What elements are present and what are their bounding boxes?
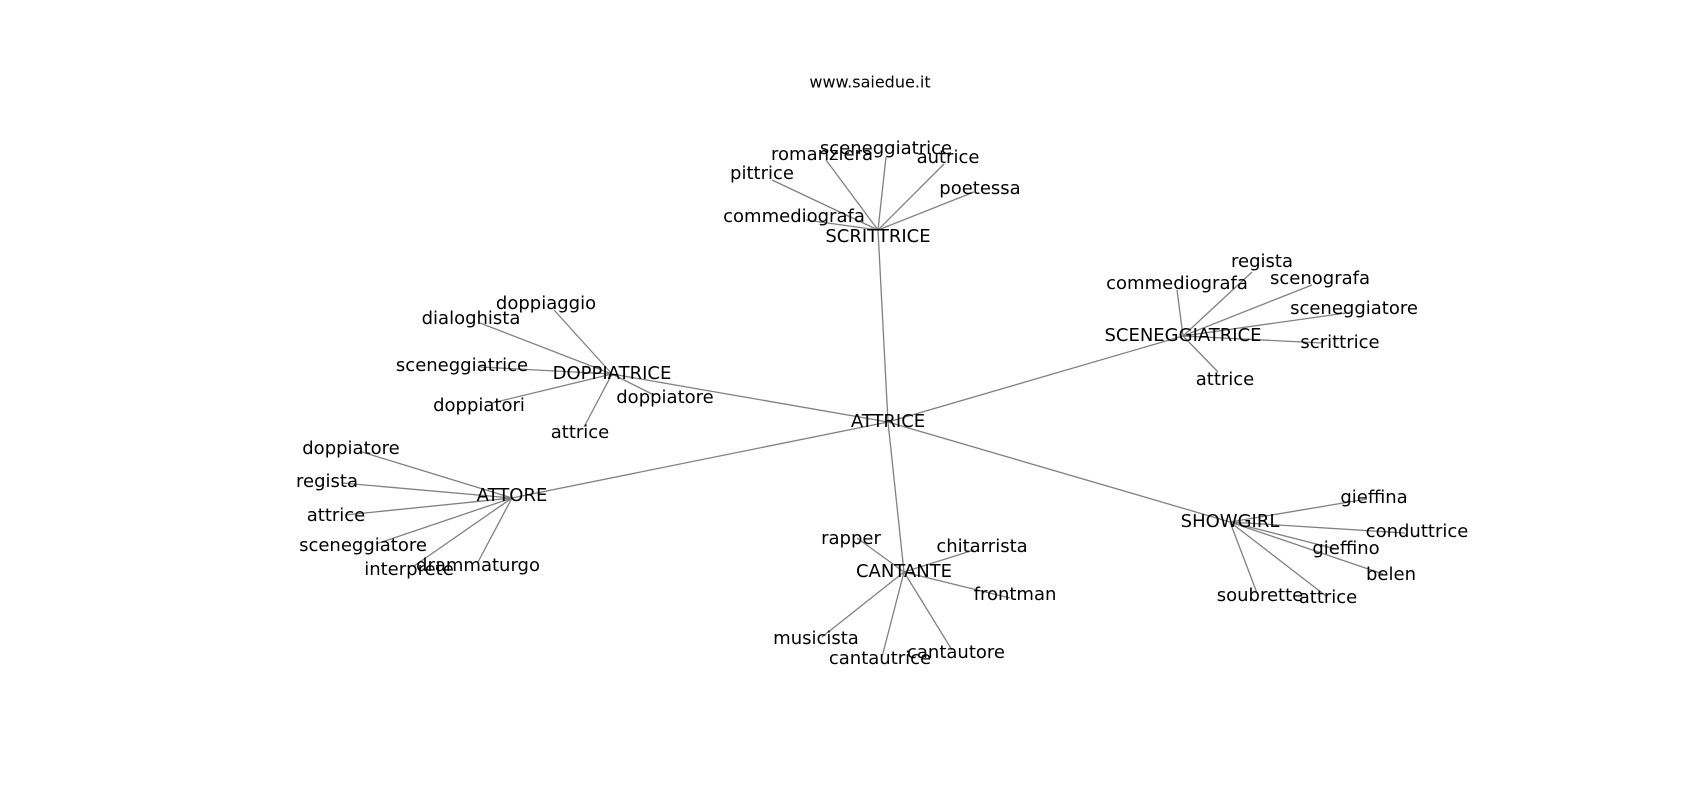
- edge-doppiatrice-attrice: [583, 373, 613, 428]
- edge-showgirl-belen: [1229, 521, 1384, 575]
- leaf-node-sceneggiatrice-attrice: attrice: [1195, 369, 1255, 390]
- edge-scrittrice-commediografa: [805, 219, 879, 231]
- edge-sceneggiatrice-scrittrice: [1182, 335, 1323, 344]
- leaf-node-attore-doppiatore: doppiatore: [302, 438, 400, 459]
- leaf-node-doppiatrice-sceneggiatrice: sceneggiatrice: [395, 355, 529, 376]
- edge-showgirl-gieffino: [1229, 521, 1337, 550]
- edge-scrittrice-sceneggiatrice: [877, 156, 887, 231]
- edge-attore-drammaturgo: [477, 497, 513, 563]
- leaf-node-sceneggiatrice-regista: regista: [1231, 251, 1293, 272]
- leaf-node-attore-interprete: interprete: [364, 559, 454, 580]
- leaf-node-sceneggiatrice-scrittrice: scrittrice: [1300, 332, 1380, 353]
- edge-sceneggiatrice-attrice: [1182, 335, 1219, 373]
- edge-doppiatrice-dialoghista: [479, 322, 613, 375]
- leaf-node-cantante-rapper: rapper: [821, 528, 881, 549]
- leaf-node-cantante-cantautrice: cantautrice: [828, 648, 932, 669]
- leaf-node-cantante-musicista: musicista: [773, 628, 859, 649]
- edge-attore-sceneggiatore: [375, 497, 513, 545]
- edge-showgirl-attrice: [1229, 521, 1327, 597]
- edge-sceneggiatrice-sceneggiatore: [1182, 312, 1347, 337]
- hub-node-cantante: CANTANTE: [855, 561, 953, 582]
- leaf-node-sceneggiatrice-scenografa: scenografa: [1270, 268, 1370, 289]
- leaf-node-scrittrice-commediografa: commediografa: [723, 206, 865, 227]
- leaf-node-showgirl-attrice: attrice: [1298, 587, 1358, 608]
- edge-center-sceneggiatrice: [887, 335, 1184, 423]
- leaf-node-scrittrice-romanziera: romanziera: [771, 144, 873, 165]
- edge-doppiatrice-doppiatore: [611, 373, 655, 396]
- edge-cantante-musicista: [821, 571, 905, 638]
- leaf-node-scrittrice-pittrice: pittrice: [730, 163, 794, 184]
- edge-scrittrice-poetessa: [877, 191, 975, 231]
- edge-cantante-cantautore: [903, 571, 953, 651]
- leaf-node-sceneggiatrice-sceneggiatore: sceneggiatore: [1290, 298, 1418, 319]
- leaf-node-attore-attrice: attrice: [306, 505, 366, 526]
- edge-center-doppiatrice: [611, 373, 889, 423]
- leaf-node-scrittrice-sceneggiatrice: sceneggiatrice: [819, 138, 953, 159]
- leaf-node-showgirl-conduttrice: conduttrice: [1365, 521, 1469, 542]
- leaf-node-cantante-frontman: frontman: [973, 584, 1057, 605]
- edge-attore-doppiatore: [361, 451, 513, 499]
- edge-cantante-frontman: [903, 571, 1011, 599]
- leaf-node-attore-sceneggiatore: sceneggiatore: [299, 535, 427, 556]
- leaf-node-doppiatrice-doppiatore: doppiatore: [616, 387, 714, 408]
- edge-cantante-rapper: [856, 537, 905, 573]
- leaf-node-sceneggiatrice-commediografa: commediografa: [1106, 273, 1248, 294]
- leaf-node-cantante-cantautore: cantautore: [907, 642, 1005, 663]
- leaf-node-scrittrice-autrice: autrice: [916, 147, 980, 168]
- leaf-node-doppiatrice-dialoghista: dialoghista: [421, 308, 521, 329]
- edge-scrittrice-autrice: [877, 163, 945, 231]
- leaf-node-showgirl-belen: belen: [1366, 564, 1416, 585]
- leaf-node-doppiatrice-doppiatori: doppiatori: [433, 395, 525, 416]
- edge-attore-interprete: [413, 497, 513, 567]
- leaf-node-doppiatrice-doppiaggio: doppiaggio: [495, 293, 597, 314]
- leaf-node-doppiatrice-attrice: attrice: [550, 422, 610, 443]
- hub-node-attore: ATTORE: [476, 485, 548, 506]
- hub-node-scrittrice: SCRITTRICE: [825, 226, 931, 247]
- edge-center-showgirl: [887, 421, 1231, 523]
- edge-doppiatrice-sceneggiatrice: [479, 366, 613, 375]
- leaf-node-attore-regista: regista: [296, 471, 358, 492]
- center-node-attrice: ATTRICE: [850, 411, 926, 432]
- edge-cantante-cantautrice: [881, 571, 905, 658]
- edge-showgirl-gieffina: [1229, 498, 1368, 523]
- site-title: www.saiedue.it: [809, 72, 931, 92]
- edge-attore-regista: [341, 482, 513, 499]
- edge-showgirl-soubrette: [1229, 521, 1258, 594]
- leaf-node-showgirl-soubrette: soubrette: [1216, 585, 1304, 606]
- leaf-node-cantante-chitarrista: chitarrista: [936, 536, 1028, 557]
- leaf-node-scrittrice-poetessa: poetessa: [939, 178, 1021, 199]
- hub-node-showgirl: SHOWGIRL: [1180, 511, 1280, 532]
- edge-center-cantante: [887, 421, 905, 573]
- edge-center-attore: [511, 421, 889, 499]
- edge-sceneggiatrice-regista: [1182, 271, 1253, 337]
- edge-scrittrice-pittrice: [771, 179, 879, 231]
- leaf-node-showgirl-gieffino: gieffino: [1312, 538, 1380, 559]
- edge-attore-attrice: [344, 497, 513, 516]
- edge-sceneggiatrice-scenografa: [1182, 284, 1313, 337]
- leaf-node-showgirl-gieffina: gieffina: [1340, 487, 1408, 508]
- edge-center-scrittrice: [877, 229, 889, 423]
- hub-node-doppiatrice: DOPPIATRICE: [552, 363, 672, 384]
- edge-sceneggiatrice-commediografa: [1176, 289, 1184, 337]
- edge-scrittrice-romanziera: [825, 159, 879, 231]
- leaf-node-attore-drammaturgo: drammaturgo: [416, 555, 540, 576]
- edge-cantante-chitarrista: [903, 549, 975, 573]
- edge-showgirl-conduttrice: [1229, 521, 1406, 534]
- hub-node-sceneggiatrice: SCENEGGIATRICE: [1104, 325, 1262, 346]
- edge-doppiatrice-doppiaggio: [553, 309, 613, 375]
- edge-doppiatrice-doppiatori: [491, 373, 613, 404]
